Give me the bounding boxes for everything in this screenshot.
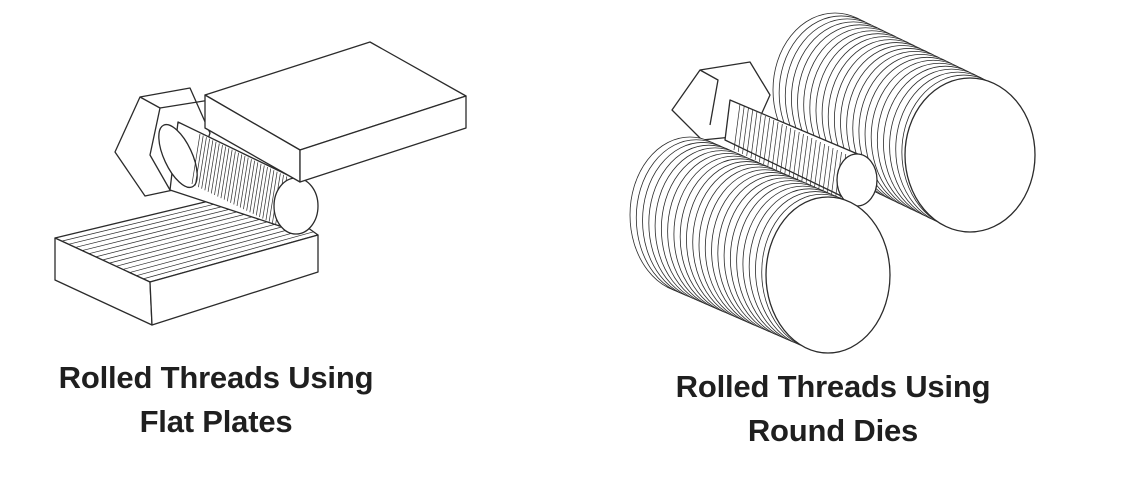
shank-thread-line xyxy=(198,137,207,188)
bottom-plate-grooves xyxy=(61,192,314,280)
round-die-bolt-thread-line xyxy=(746,109,754,157)
shank-thread-line xyxy=(230,152,239,203)
shank-thread-line xyxy=(214,144,223,196)
plate-groove-line xyxy=(129,225,305,273)
shank-thread-line xyxy=(233,154,243,205)
plate-groove-line xyxy=(109,215,292,264)
shank-thread-line xyxy=(246,160,255,211)
shank-thread-line xyxy=(259,166,268,218)
bolt-shank-collar xyxy=(158,123,198,189)
round-die-bolt xyxy=(671,61,878,207)
plate-groove-line xyxy=(143,231,314,280)
round-die-bolt-thread-line xyxy=(733,103,741,151)
shank-thread-line xyxy=(265,170,275,221)
shank-thread-line xyxy=(201,138,210,189)
plate-groove-line xyxy=(136,228,310,277)
top-flat-plate xyxy=(204,41,467,183)
shank-thread-line xyxy=(255,165,265,216)
round-die-bolt-thread-line xyxy=(788,129,796,177)
round-die-bolt-end xyxy=(836,153,878,207)
bottom-plate-side-face xyxy=(149,234,319,326)
bolt-head-edges xyxy=(139,96,171,191)
shank-thread-line xyxy=(262,168,272,219)
round-die-bolt-thread-line xyxy=(818,143,825,191)
shank-thread-line xyxy=(210,143,220,194)
plate-groove-line xyxy=(115,218,296,267)
round-die-bolt-thread-line xyxy=(763,117,770,165)
round-die-bolt-thread-line xyxy=(822,145,830,193)
round-die-bolt-thread-line xyxy=(792,131,800,179)
bolt-shank-end xyxy=(273,177,319,235)
flat-plates-caption: Rolled Threads Using Flat Plates xyxy=(16,356,416,444)
round-die-bolt-thread-line xyxy=(805,137,813,185)
round-dies-caption: Rolled Threads Using Round Dies xyxy=(628,365,1038,453)
shank-thread-line xyxy=(217,146,227,197)
round-die-bolt-thread-line xyxy=(771,121,779,169)
shank-thread-line xyxy=(204,140,214,191)
round-die-bolt-threads xyxy=(733,103,847,201)
back-round-die xyxy=(772,12,1036,233)
shank-thread-line xyxy=(268,171,278,222)
plate-groove-line xyxy=(102,212,287,261)
shank-thread-line xyxy=(243,159,252,210)
round-die-bolt-thread-line xyxy=(814,141,821,189)
round-dies-caption-line1: Rolled Threads Using xyxy=(675,369,991,404)
round-die-rolling-illustration xyxy=(629,12,1036,354)
round-die-bolt-thread-line xyxy=(754,113,762,161)
round-die-bolt-head-edges xyxy=(699,69,719,126)
front-round-die xyxy=(629,136,891,354)
bolt-shank xyxy=(158,121,319,235)
round-die-bolt-thread-line xyxy=(826,147,834,195)
flat-plates-caption-line1: Rolled Threads Using xyxy=(58,360,374,395)
round-die-bolt-thread-line xyxy=(750,111,758,159)
bolt-shank-threads xyxy=(191,133,288,227)
round-die-bolt-thread-line xyxy=(809,139,817,187)
round-die-bolt-thread-line xyxy=(784,127,792,175)
shank-thread-line xyxy=(220,148,230,199)
bolt-head-chamfer xyxy=(159,99,211,109)
shank-thread-line xyxy=(236,155,246,207)
shank-thread-line xyxy=(191,133,201,185)
shank-thread-line xyxy=(252,163,262,214)
front-die-face xyxy=(765,196,891,354)
round-die-bolt-thread-line xyxy=(797,133,804,181)
shank-thread-line xyxy=(194,135,204,186)
round-die-bolt-thread-line xyxy=(775,123,783,171)
round-die-bolt-thread-line xyxy=(801,135,809,183)
shank-thread-line xyxy=(249,162,259,213)
shank-thread-line xyxy=(227,151,236,202)
round-die-bolt-thread-line xyxy=(780,125,787,173)
shank-thread-line xyxy=(239,157,249,208)
round-die-bolt-thread-line xyxy=(830,149,838,197)
top-plate-side-face xyxy=(299,95,467,183)
round-die-bolt-thread-line xyxy=(767,119,775,167)
round-die-bolt-thread-line xyxy=(742,107,749,155)
back-die-face xyxy=(904,77,1036,233)
flat-plate-rolling-illustration xyxy=(54,41,467,326)
round-die-bolt-thread-line xyxy=(737,105,745,153)
plate-groove-line xyxy=(122,221,301,270)
round-die-bolt-thread-line xyxy=(759,115,766,163)
shank-thread-line xyxy=(207,141,217,192)
round-dies-caption-line2: Round Dies xyxy=(747,413,919,448)
flat-plates-caption-line2: Flat Plates xyxy=(139,404,293,439)
shank-thread-line xyxy=(223,149,233,200)
